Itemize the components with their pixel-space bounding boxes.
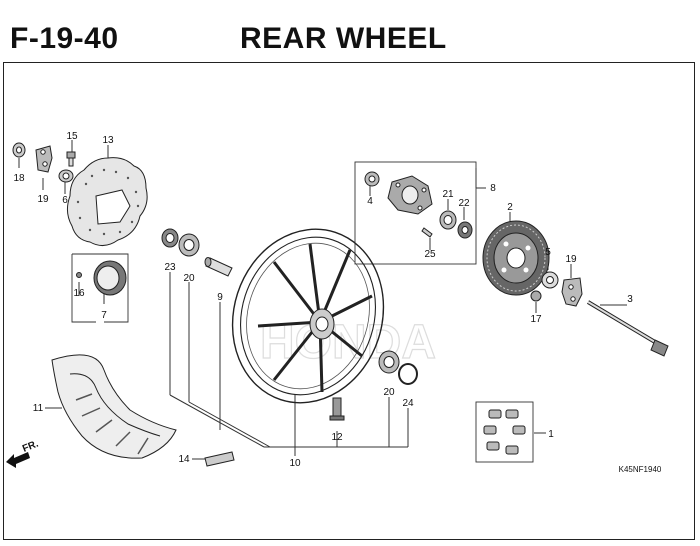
callout-21: 21 — [442, 189, 454, 200]
callout-25: 25 — [424, 249, 436, 260]
part-hub-flange — [387, 175, 433, 215]
callout-1: 1 — [548, 429, 554, 440]
part-pin-25 — [421, 227, 433, 238]
part-spacer-6 — [58, 169, 74, 183]
sub-assembly-boxes — [71, 161, 534, 463]
callout-20-right: 20 — [383, 387, 395, 398]
callout-18: 18 — [13, 173, 25, 184]
callout-7: 7 — [101, 310, 107, 321]
diagram-code: K45NF1940 — [619, 465, 662, 474]
part-axle-3 — [586, 300, 669, 357]
callout-labels: 1 2 3 4 5 6 7 8 9 10 11 12 13 14 15 16 1… — [13, 131, 633, 469]
callout-14: 14 — [178, 454, 190, 465]
part-bearing-21 — [439, 210, 457, 230]
callout-23: 23 — [164, 262, 176, 273]
part-valve-12 — [329, 397, 345, 421]
callout-22: 22 — [458, 198, 470, 209]
part-bracket-19-left — [35, 145, 53, 173]
part-weight-14 — [204, 451, 235, 467]
direction-arrow-icon — [6, 452, 30, 468]
callout-19-right: 19 — [565, 254, 577, 265]
direction-label: FR. — [21, 438, 40, 454]
callout-19-left: 19 — [37, 194, 49, 205]
part-seal-23 — [161, 228, 179, 248]
callout-20-left: 20 — [183, 273, 195, 284]
callout-16: 16 — [73, 288, 85, 299]
part-bolt-16 — [76, 272, 82, 278]
callout-8: 8 — [490, 183, 496, 194]
callout-4: 4 — [367, 196, 373, 207]
figure-number: F-19-40 — [10, 22, 119, 55]
part-bracket-19-right — [561, 277, 583, 307]
callout-15: 15 — [66, 131, 78, 142]
callout-2: 2 — [507, 202, 513, 213]
callout-24: 24 — [402, 398, 414, 409]
part-bearing-4 — [364, 171, 380, 187]
callout-6: 6 — [62, 195, 68, 206]
callout-9: 9 — [217, 292, 223, 303]
callout-11: 11 — [33, 403, 44, 414]
part-seal-7 — [93, 260, 127, 296]
callout-10: 10 — [289, 458, 301, 469]
callout-5: 5 — [545, 247, 551, 258]
part-collar-18 — [12, 142, 26, 158]
part-sprocket-2 — [482, 220, 550, 296]
part-bolt-15 — [66, 151, 76, 167]
callout-12: 12 — [331, 432, 343, 443]
leader-lines — [18, 140, 627, 460]
callout-3: 3 — [627, 294, 633, 305]
part-dampers-1 — [483, 409, 526, 455]
part-seal-24 — [398, 363, 418, 385]
part-bearing-20-left — [178, 233, 200, 257]
part-collar-9 — [204, 257, 233, 277]
part-bearing-20-right — [378, 350, 400, 374]
diagram-frame — [3, 62, 695, 540]
part-collar-5 — [541, 271, 559, 289]
part-tire-11 — [51, 354, 177, 459]
part-brake-disc-13 — [66, 157, 148, 246]
callout-17: 17 — [530, 314, 542, 325]
part-seal-22 — [457, 221, 473, 239]
part-washer-17 — [530, 290, 542, 302]
figure-title: REAR WHEEL — [240, 22, 447, 55]
callout-13: 13 — [102, 135, 114, 146]
part-wheel-10 — [231, 228, 385, 404]
